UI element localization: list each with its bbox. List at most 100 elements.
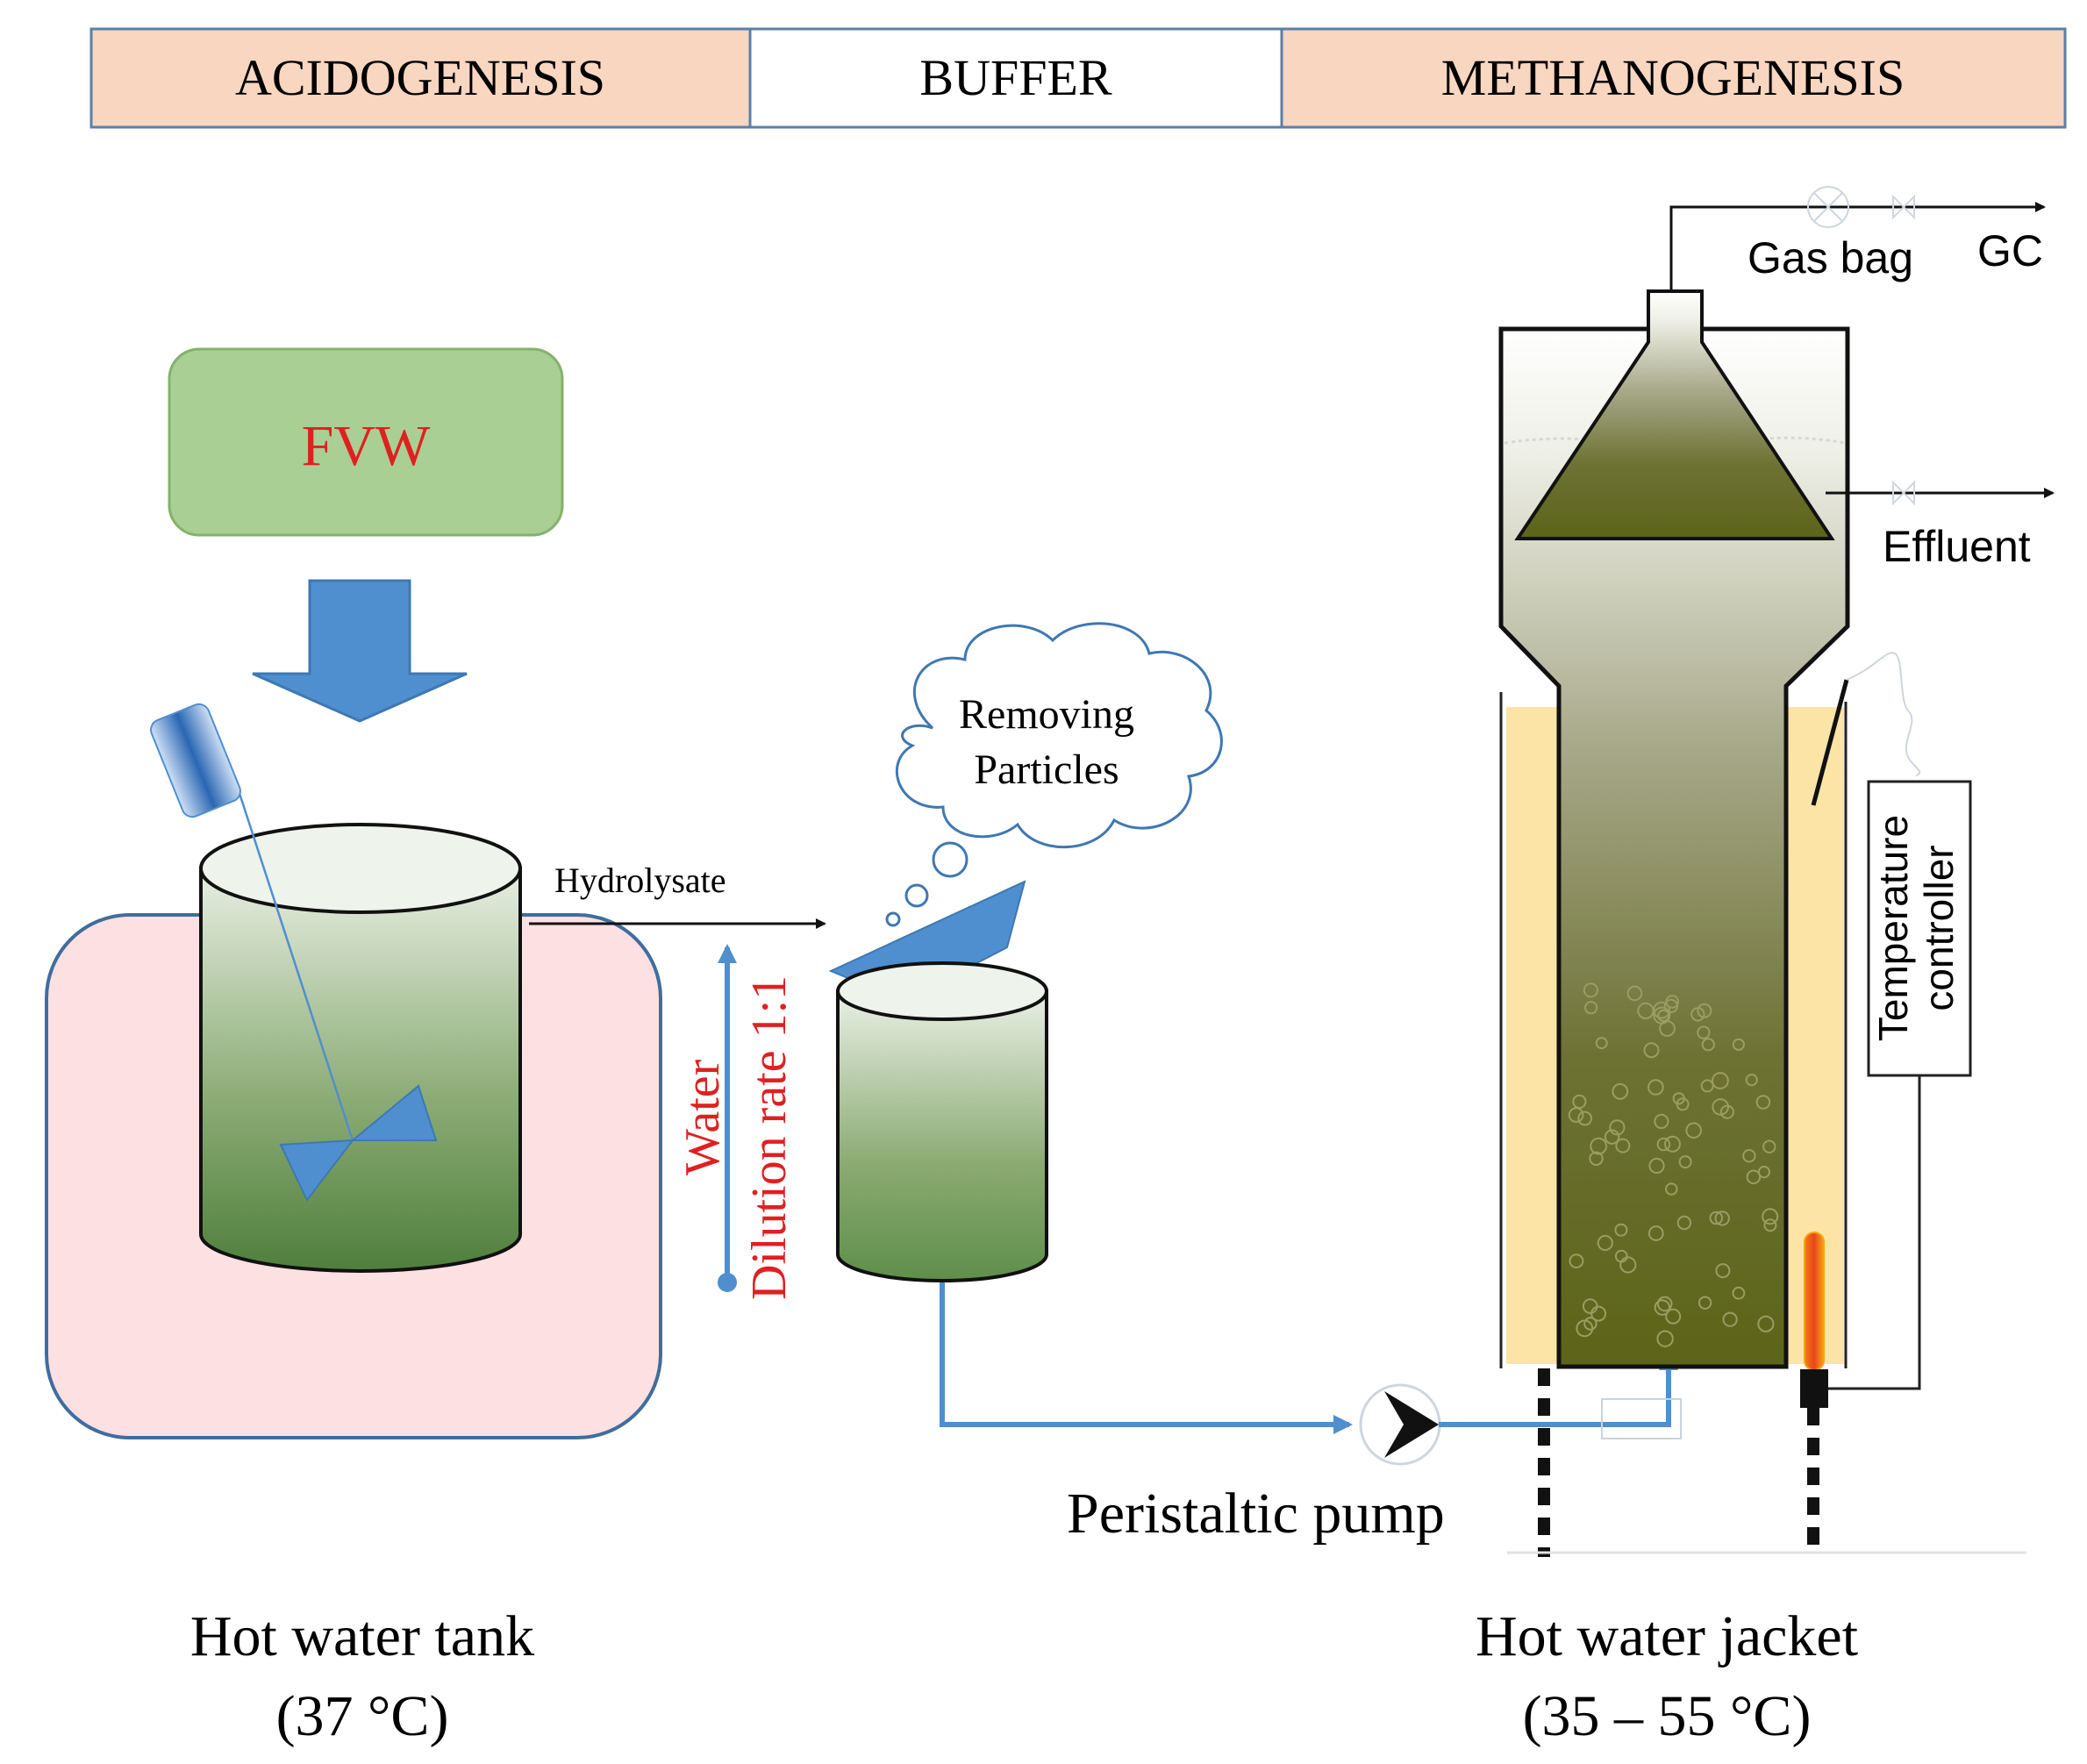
sludge-granule bbox=[1745, 1074, 1758, 1087]
sludge-granule bbox=[1678, 1155, 1692, 1169]
stage-header: ACIDOGENESIS BUFFER METHANOGENESIS bbox=[89, 27, 2067, 129]
sludge-granule bbox=[1590, 1305, 1607, 1322]
sludge-granule bbox=[1595, 1037, 1608, 1050]
sludge-granule bbox=[1568, 1107, 1584, 1123]
sludge-granules bbox=[1568, 982, 1779, 1347]
hot-water-tank-temp: (37 °C) bbox=[276, 1684, 449, 1748]
sludge-granule bbox=[1690, 1007, 1705, 1022]
sludge-granule bbox=[1654, 1113, 1669, 1130]
sludge-granule bbox=[1647, 1079, 1664, 1096]
tank-lid bbox=[199, 823, 522, 914]
feed-label: FVW bbox=[302, 414, 431, 478]
controller-wire bbox=[1827, 1075, 1921, 1390]
sludge-granule bbox=[1643, 1042, 1660, 1059]
temperature-controller-line1: Temperature bbox=[1870, 815, 1916, 1041]
stage-acidogenesis-box bbox=[89, 27, 752, 129]
sludge-granule bbox=[1712, 1072, 1729, 1089]
sludge-granule bbox=[1715, 1263, 1731, 1279]
sludge-granule bbox=[1609, 1119, 1626, 1136]
sludge-granule bbox=[1656, 1137, 1671, 1152]
sludge-granule bbox=[1653, 1001, 1670, 1019]
hot-water-jacket-temp: (35 – 55 °C) bbox=[1523, 1684, 1812, 1748]
sludge-granule bbox=[1746, 1169, 1762, 1185]
sludge-granule bbox=[1584, 1001, 1598, 1015]
effluent-label: Effluent bbox=[1883, 522, 2031, 571]
sludge-granule bbox=[1663, 998, 1679, 1014]
sludge-granule bbox=[1614, 1223, 1628, 1237]
sludge-granule bbox=[1762, 1139, 1776, 1153]
gas-check-valve-icon bbox=[1892, 194, 1915, 220]
sludge-granule bbox=[1722, 1311, 1738, 1327]
pump-label: Peristaltic pump bbox=[1067, 1482, 1445, 1546]
heater-plug bbox=[1800, 1369, 1828, 1408]
sludge-granule bbox=[1732, 1286, 1746, 1300]
gas-hood bbox=[1514, 289, 1835, 540]
water-label: Water bbox=[675, 1059, 730, 1175]
sludge-granule bbox=[1619, 1256, 1637, 1274]
gas-valve-icon bbox=[1807, 186, 1849, 228]
acidogenesis-tank bbox=[199, 823, 522, 1273]
sludge-granule bbox=[1590, 1137, 1608, 1155]
stage-buffer-box bbox=[748, 27, 1283, 129]
stage-acidogenesis-label: ACIDOGENESIS bbox=[235, 49, 605, 106]
sludge-granule bbox=[1665, 1182, 1678, 1196]
sludge-granule bbox=[1597, 1234, 1613, 1252]
sludge-granule bbox=[1676, 1215, 1692, 1231]
sludge-granule bbox=[1654, 1299, 1671, 1316]
hot-water-tank-label: Hot water tank bbox=[190, 1604, 534, 1668]
effluent-valve-icon bbox=[1892, 480, 1915, 506]
sludge-granule bbox=[1569, 1253, 1584, 1268]
sludge-granule bbox=[1709, 1211, 1724, 1225]
sensor-wire bbox=[1846, 652, 1921, 777]
buffer-tank-lid bbox=[836, 961, 1048, 1021]
sludge-granule bbox=[1732, 1038, 1746, 1051]
stage-methanogenesis-label: METHANOGENESIS bbox=[1441, 49, 1905, 106]
sludge-granule bbox=[1672, 1092, 1685, 1105]
stage-buffer-label: BUFFER bbox=[919, 49, 1112, 106]
sludge-granule bbox=[1664, 1135, 1681, 1153]
feed-down-arrow bbox=[252, 579, 468, 723]
sludge-granule bbox=[1656, 1330, 1674, 1347]
temperature-controller-box bbox=[1867, 780, 1972, 1077]
sludge-granule bbox=[1656, 1296, 1673, 1312]
sludge-granule bbox=[1615, 1138, 1631, 1153]
sludge-granule bbox=[1742, 1149, 1756, 1163]
sludge-granule bbox=[1648, 1157, 1665, 1175]
sludge-granule bbox=[1612, 1082, 1629, 1100]
heater-icon bbox=[1804, 1232, 1825, 1371]
buffer-tank bbox=[836, 961, 1048, 1282]
sludge-granule bbox=[1572, 1094, 1587, 1110]
sludge-granule bbox=[1685, 1122, 1702, 1139]
liquid-level bbox=[1504, 436, 1846, 448]
sludge-granule bbox=[1714, 1211, 1730, 1226]
sludge-granule bbox=[1647, 1225, 1664, 1241]
sludge-granule bbox=[1700, 1079, 1714, 1093]
sludge-granule bbox=[1755, 1095, 1771, 1110]
stirrer-icon bbox=[279, 1084, 438, 1202]
feed-line bbox=[940, 1282, 1353, 1434]
sludge-granule bbox=[1757, 1166, 1771, 1179]
removing-particles-cloud bbox=[885, 622, 1223, 927]
sludge-granule bbox=[1757, 1315, 1775, 1332]
sludge-granule bbox=[1762, 1208, 1779, 1225]
sludge-granule bbox=[1604, 1129, 1620, 1145]
cloud-label-line2: Particles bbox=[974, 746, 1119, 793]
sludge-granule bbox=[1659, 1020, 1676, 1037]
sludge-granule bbox=[1589, 1151, 1604, 1167]
temperature-sensor-icon bbox=[1811, 679, 1849, 806]
sludge-granule bbox=[1697, 1003, 1712, 1018]
sludge-granule bbox=[1712, 1098, 1729, 1116]
reactor-feed-line bbox=[1439, 1351, 1678, 1427]
sludge-granule bbox=[1665, 1308, 1682, 1325]
sludge-granule bbox=[1583, 982, 1599, 998]
gas-outlet-line bbox=[1669, 202, 2046, 291]
sludge-granule bbox=[1763, 1218, 1777, 1232]
hydrolysate-label: Hydrolysate bbox=[554, 861, 726, 900]
sludge-granule bbox=[1701, 1038, 1715, 1052]
dilution-label: Dilution rate 1:1 bbox=[742, 975, 797, 1300]
peristaltic-pump-icon bbox=[1359, 1383, 1441, 1466]
cloud-label-line1: Removing bbox=[959, 691, 1134, 738]
water-inlet-dot bbox=[718, 1273, 737, 1292]
stage-methanogenesis-box bbox=[1280, 27, 2067, 129]
jacket-left bbox=[1506, 707, 1559, 1364]
